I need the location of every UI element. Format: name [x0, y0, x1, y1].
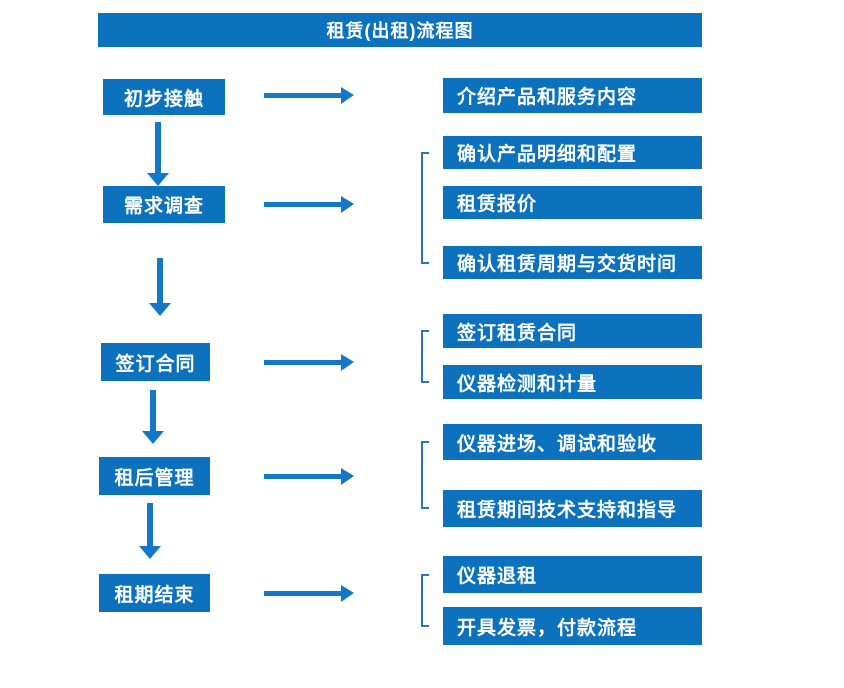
stage-box-sign-contract: 签订合同 — [101, 343, 210, 381]
down-arrow-head — [139, 546, 161, 559]
down-arrow-icon — [142, 390, 164, 444]
right-arrow-head — [341, 354, 354, 371]
detail-box-instrument-return: 仪器退租 — [443, 556, 702, 593]
down-arrow-shaft — [157, 258, 163, 303]
right-arrow-shaft — [264, 360, 341, 365]
stage-box-rental-end: 租期结束 — [99, 574, 210, 612]
detail-box-confirm-product-details: 确认产品明细和配置 — [443, 136, 702, 169]
down-arrow-icon — [147, 122, 169, 186]
right-arrow-shaft — [264, 474, 341, 479]
stage-box-initial-contact: 初步接触 — [103, 79, 225, 115]
right-arrow-shaft — [264, 93, 341, 98]
detail-box-confirm-period-delivery: 确认租赁周期与交货时间 — [443, 246, 702, 279]
down-arrow-shaft — [147, 503, 153, 546]
down-arrow-head — [149, 303, 171, 316]
down-arrow-shaft — [155, 122, 161, 173]
right-arrow-head — [341, 468, 354, 485]
right-arrow-icon — [264, 87, 354, 104]
stage-box-post-rental-management: 租后管理 — [99, 457, 210, 495]
detail-box-instrument-testing: 仪器检测和计量 — [443, 365, 702, 399]
group-bracket — [421, 330, 429, 383]
detail-box-invoice-payment: 开具发票，付款流程 — [443, 607, 702, 645]
right-arrow-shaft — [264, 591, 341, 596]
down-arrow-head — [147, 173, 169, 186]
detail-box-rental-quote: 租赁报价 — [443, 186, 702, 219]
group-bracket — [421, 441, 429, 509]
right-arrow-icon — [264, 196, 354, 213]
down-arrow-shaft — [150, 390, 156, 431]
right-arrow-shaft — [264, 202, 341, 207]
detail-box-introduce-products: 介绍产品和服务内容 — [443, 78, 702, 113]
flowchart-title: 租赁(出租)流程图 — [98, 13, 702, 47]
group-bracket — [421, 152, 429, 264]
right-arrow-icon — [264, 585, 354, 602]
right-arrow-head — [341, 196, 354, 213]
down-arrow-icon — [139, 503, 161, 559]
detail-box-instrument-setup-acceptance: 仪器进场、调试和验收 — [443, 424, 702, 460]
down-arrow-icon — [149, 258, 171, 316]
detail-box-sign-rental-contract: 签订租赁合同 — [443, 314, 702, 348]
detail-box-tech-support: 租赁期间技术支持和指导 — [443, 490, 702, 527]
right-arrow-icon — [264, 354, 354, 371]
right-arrow-icon — [264, 468, 354, 485]
stage-box-demand-survey: 需求调查 — [103, 186, 225, 223]
right-arrow-head — [341, 585, 354, 602]
group-bracket — [421, 574, 429, 627]
down-arrow-head — [142, 431, 164, 444]
right-arrow-head — [341, 87, 354, 104]
